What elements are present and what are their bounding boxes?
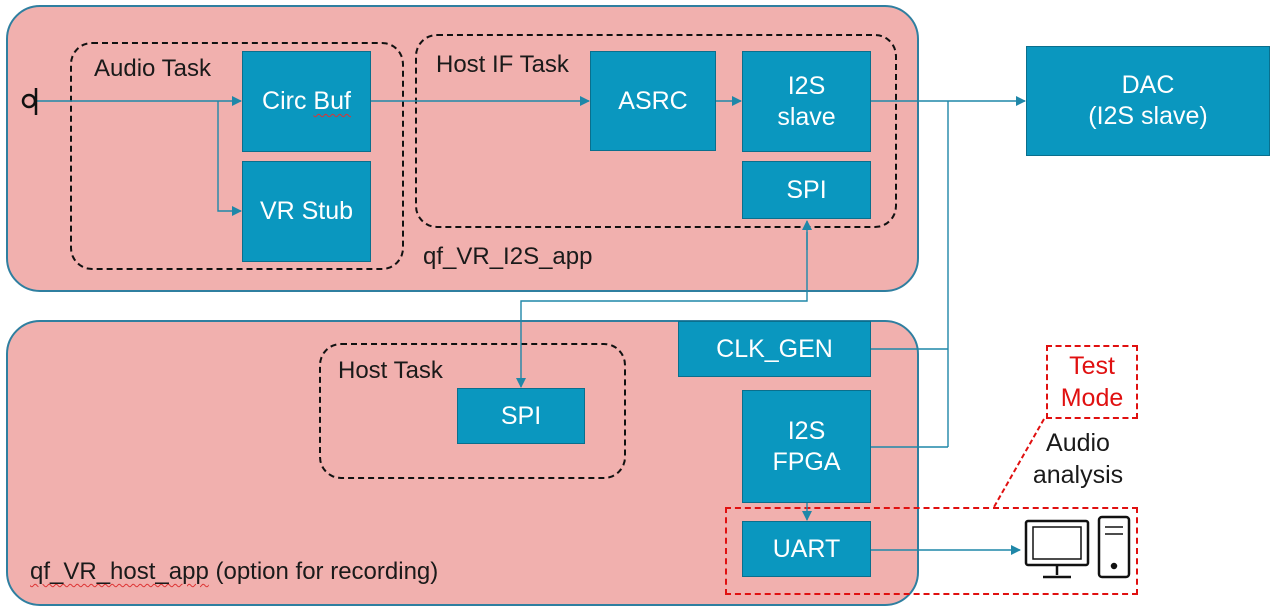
audio-task-label: Audio Task bbox=[94, 55, 211, 82]
vr-i2s-app-label: qf_VR_I2S_app bbox=[423, 243, 593, 270]
test-mode-boundary bbox=[725, 507, 1138, 595]
task-host-if bbox=[415, 34, 897, 228]
vr-host-app-name: qf_VR_host_app bbox=[30, 558, 209, 585]
pc-tower-icon bbox=[1097, 515, 1131, 579]
task-host bbox=[319, 343, 626, 479]
circ-buf-block: Circ Buf bbox=[242, 51, 371, 152]
monitor-icon bbox=[1024, 519, 1090, 579]
vr-stub-block: VR Stub bbox=[242, 161, 371, 262]
dac-block: DAC (I2S slave) bbox=[1026, 46, 1270, 156]
audio-analysis-label: Audio analysis bbox=[1032, 429, 1124, 489]
asrc-block: ASRC bbox=[590, 51, 716, 151]
clk-gen-block: CLK_GEN bbox=[678, 321, 871, 377]
vr-host-app-note: (option for recording) bbox=[208, 558, 439, 585]
host-if-task-label: Host IF Task bbox=[436, 51, 569, 78]
host-task-label: Host Task bbox=[338, 357, 443, 384]
microphone-icon bbox=[21, 88, 38, 115]
vr-host-app-label: qf_VR_host_app (option for recording) bbox=[30, 558, 438, 586]
i2s-fpga-block: I2S FPGA bbox=[742, 390, 871, 503]
uart-block: UART bbox=[742, 521, 871, 577]
test-mode-label: Test Mode bbox=[1046, 345, 1138, 419]
task-audio bbox=[70, 42, 404, 270]
spi-top-block: SPI bbox=[742, 161, 871, 219]
circ-buf-label-1: Circ bbox=[262, 87, 314, 115]
i2s-slave-block: I2S slave bbox=[742, 51, 871, 152]
spi-host-block: SPI bbox=[457, 388, 585, 444]
circ-buf-label-2: Buf bbox=[313, 87, 351, 115]
